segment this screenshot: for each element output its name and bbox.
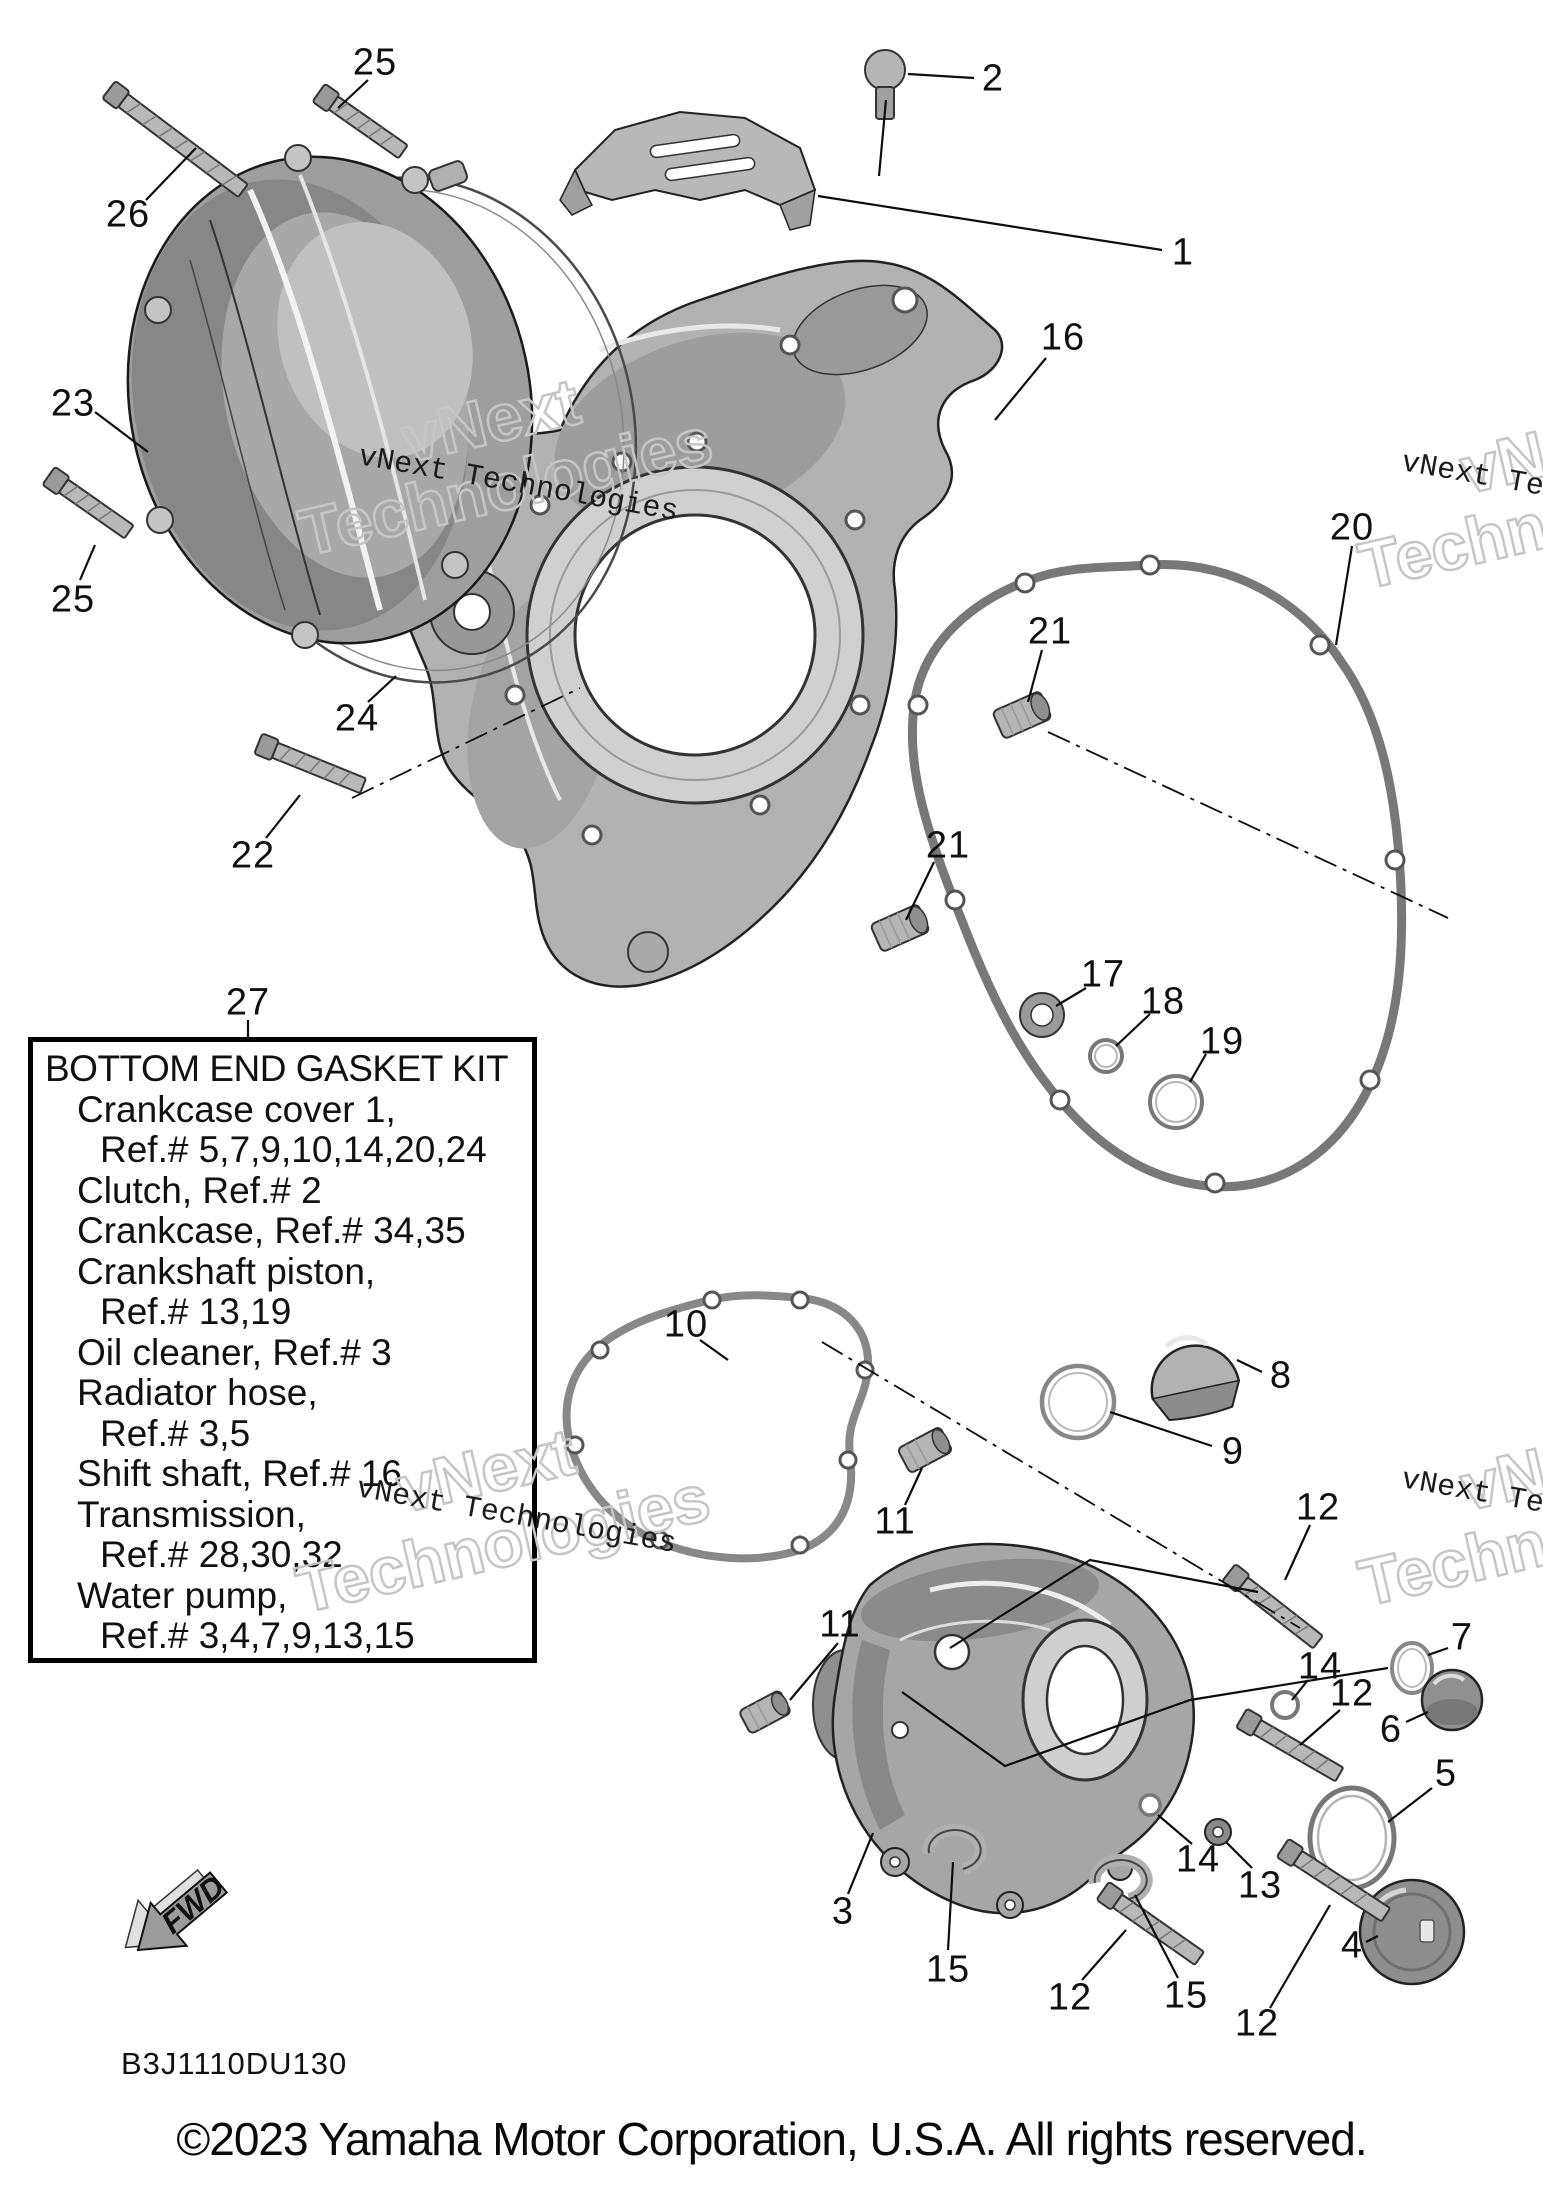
bolt-part xyxy=(312,83,408,159)
gasket-kit-line: Shift shaft, Ref.# 16 xyxy=(77,1453,402,1494)
o-ring-part xyxy=(1390,1641,1434,1695)
callout-18: 18 xyxy=(1140,980,1186,1023)
callout-13: 13 xyxy=(1237,1864,1283,1907)
callout-17: 17 xyxy=(1080,953,1126,996)
bolt-part xyxy=(1096,1881,1205,1966)
callout-25: 25 xyxy=(352,41,398,84)
clutch-cover-part xyxy=(126,144,534,649)
callout-9: 9 xyxy=(1221,1430,1245,1473)
callout-20: 20 xyxy=(1329,506,1375,549)
callout-21: 21 xyxy=(925,824,971,867)
callout-12: 12 xyxy=(1295,1486,1341,1529)
dowel-pin-part xyxy=(870,904,930,952)
callout-14: 14 xyxy=(1175,1838,1221,1881)
gasket-kit-line: Crankcase cover 1, xyxy=(77,1088,396,1130)
callout-19: 19 xyxy=(1199,1020,1245,1063)
washer-part xyxy=(1270,1690,1300,1720)
callout-14: 14 xyxy=(1297,1645,1343,1688)
callout-12: 12 xyxy=(1047,1976,1093,2019)
holder-clip-part xyxy=(922,1824,987,1875)
o-ring-part xyxy=(1039,1363,1117,1441)
copyright-line: ©2023 Yamaha Motor Corporation, U.S.A. A… xyxy=(176,2113,1367,2165)
gasket-kit-line: Ref.# 5,7,9,10,14,20,24 xyxy=(100,1129,487,1170)
callout-2: 2 xyxy=(981,57,1005,100)
gasket-kit-line: Radiator hose, xyxy=(77,1372,318,1413)
bolt-part xyxy=(1236,1708,1344,1782)
callout-27: 27 xyxy=(225,981,271,1024)
callout-6: 6 xyxy=(1379,1708,1403,1751)
gasket-kit-line: Crankshaft piston, xyxy=(77,1250,376,1292)
clutch-bracket-part xyxy=(559,110,817,231)
cover-disc-part xyxy=(1358,1878,1466,1986)
gasket-kit-box: BOTTOM END GASKET KIT Crankcase cover 1,… xyxy=(28,1037,537,1663)
callout-1: 1 xyxy=(1171,231,1195,274)
bolt-part xyxy=(254,733,367,794)
gasket-kit-line: Ref.# 13,19 xyxy=(100,1291,292,1332)
callout-22: 22 xyxy=(230,834,276,877)
gasket-kit-line: Transmission, xyxy=(77,1493,306,1535)
gasket-kit-line: Clutch, Ref.# 2 xyxy=(77,1169,322,1211)
callout-12: 12 xyxy=(1329,1672,1375,1715)
callout-11: 11 xyxy=(819,1603,861,1646)
callout-3: 3 xyxy=(831,1890,855,1933)
diagram-code: B3J1110DU130 xyxy=(121,2046,348,2081)
dowel-pin-part xyxy=(992,691,1052,739)
gasket-kit-line: Water pump, xyxy=(77,1574,288,1616)
callout-10: 10 xyxy=(663,1303,709,1346)
dowel-pin-part xyxy=(897,1427,953,1473)
pin-part xyxy=(1138,1793,1162,1817)
leader-lines xyxy=(78,72,1449,2009)
callout-8: 8 xyxy=(1269,1354,1293,1397)
callout-15: 15 xyxy=(925,1948,971,1991)
gasket-kit-line: Ref.# 28,30,32 xyxy=(100,1534,343,1575)
gasket-kit-line: Ref.# 3,5 xyxy=(100,1412,251,1454)
plug-part xyxy=(1420,1668,1484,1732)
bolt-part xyxy=(1276,1838,1391,1922)
callout-16: 16 xyxy=(1040,316,1086,359)
cap-part xyxy=(1150,1335,1241,1422)
oil-seal-part xyxy=(1019,992,1204,1130)
bolt-part xyxy=(1222,1564,1324,1649)
crankcase-cover-gasket xyxy=(907,554,1407,1194)
callout-25: 25 xyxy=(50,578,96,621)
fwd-arrow-icon: FWD xyxy=(124,1868,231,1952)
crankcase-cover2-part xyxy=(831,1542,1195,1919)
gasket-kit-line: Crankcase, Ref.# 34,35 xyxy=(77,1210,466,1251)
callout-21: 21 xyxy=(1027,610,1073,653)
dowel-pin-part xyxy=(739,1690,791,1734)
callout-11: 11 xyxy=(874,1500,916,1543)
callout-15: 15 xyxy=(1163,1974,1209,2017)
gasket-kit-title: BOTTOM END GASKET KIT xyxy=(45,1048,509,1089)
gasket-kit-line: Ref.# 3,4,7,9,13,15 xyxy=(100,1615,415,1656)
callout-12: 12 xyxy=(1234,2002,1280,2045)
crankcase-part xyxy=(397,259,1004,988)
bolt-part xyxy=(42,466,134,539)
gasket-kit-line: Oil cleaner, Ref.# 3 xyxy=(77,1331,392,1373)
callout-24: 24 xyxy=(334,697,380,740)
cover2-gasket xyxy=(562,1290,875,1563)
callout-26: 26 xyxy=(105,193,151,236)
callout-4: 4 xyxy=(1340,1924,1364,1967)
callout-7: 7 xyxy=(1450,1616,1474,1659)
bolt-part xyxy=(102,81,248,198)
callout-5: 5 xyxy=(1434,1752,1458,1795)
nut-part xyxy=(1204,1818,1232,1846)
holder-clip-part xyxy=(1088,1854,1153,1905)
callout-23: 23 xyxy=(50,382,96,425)
